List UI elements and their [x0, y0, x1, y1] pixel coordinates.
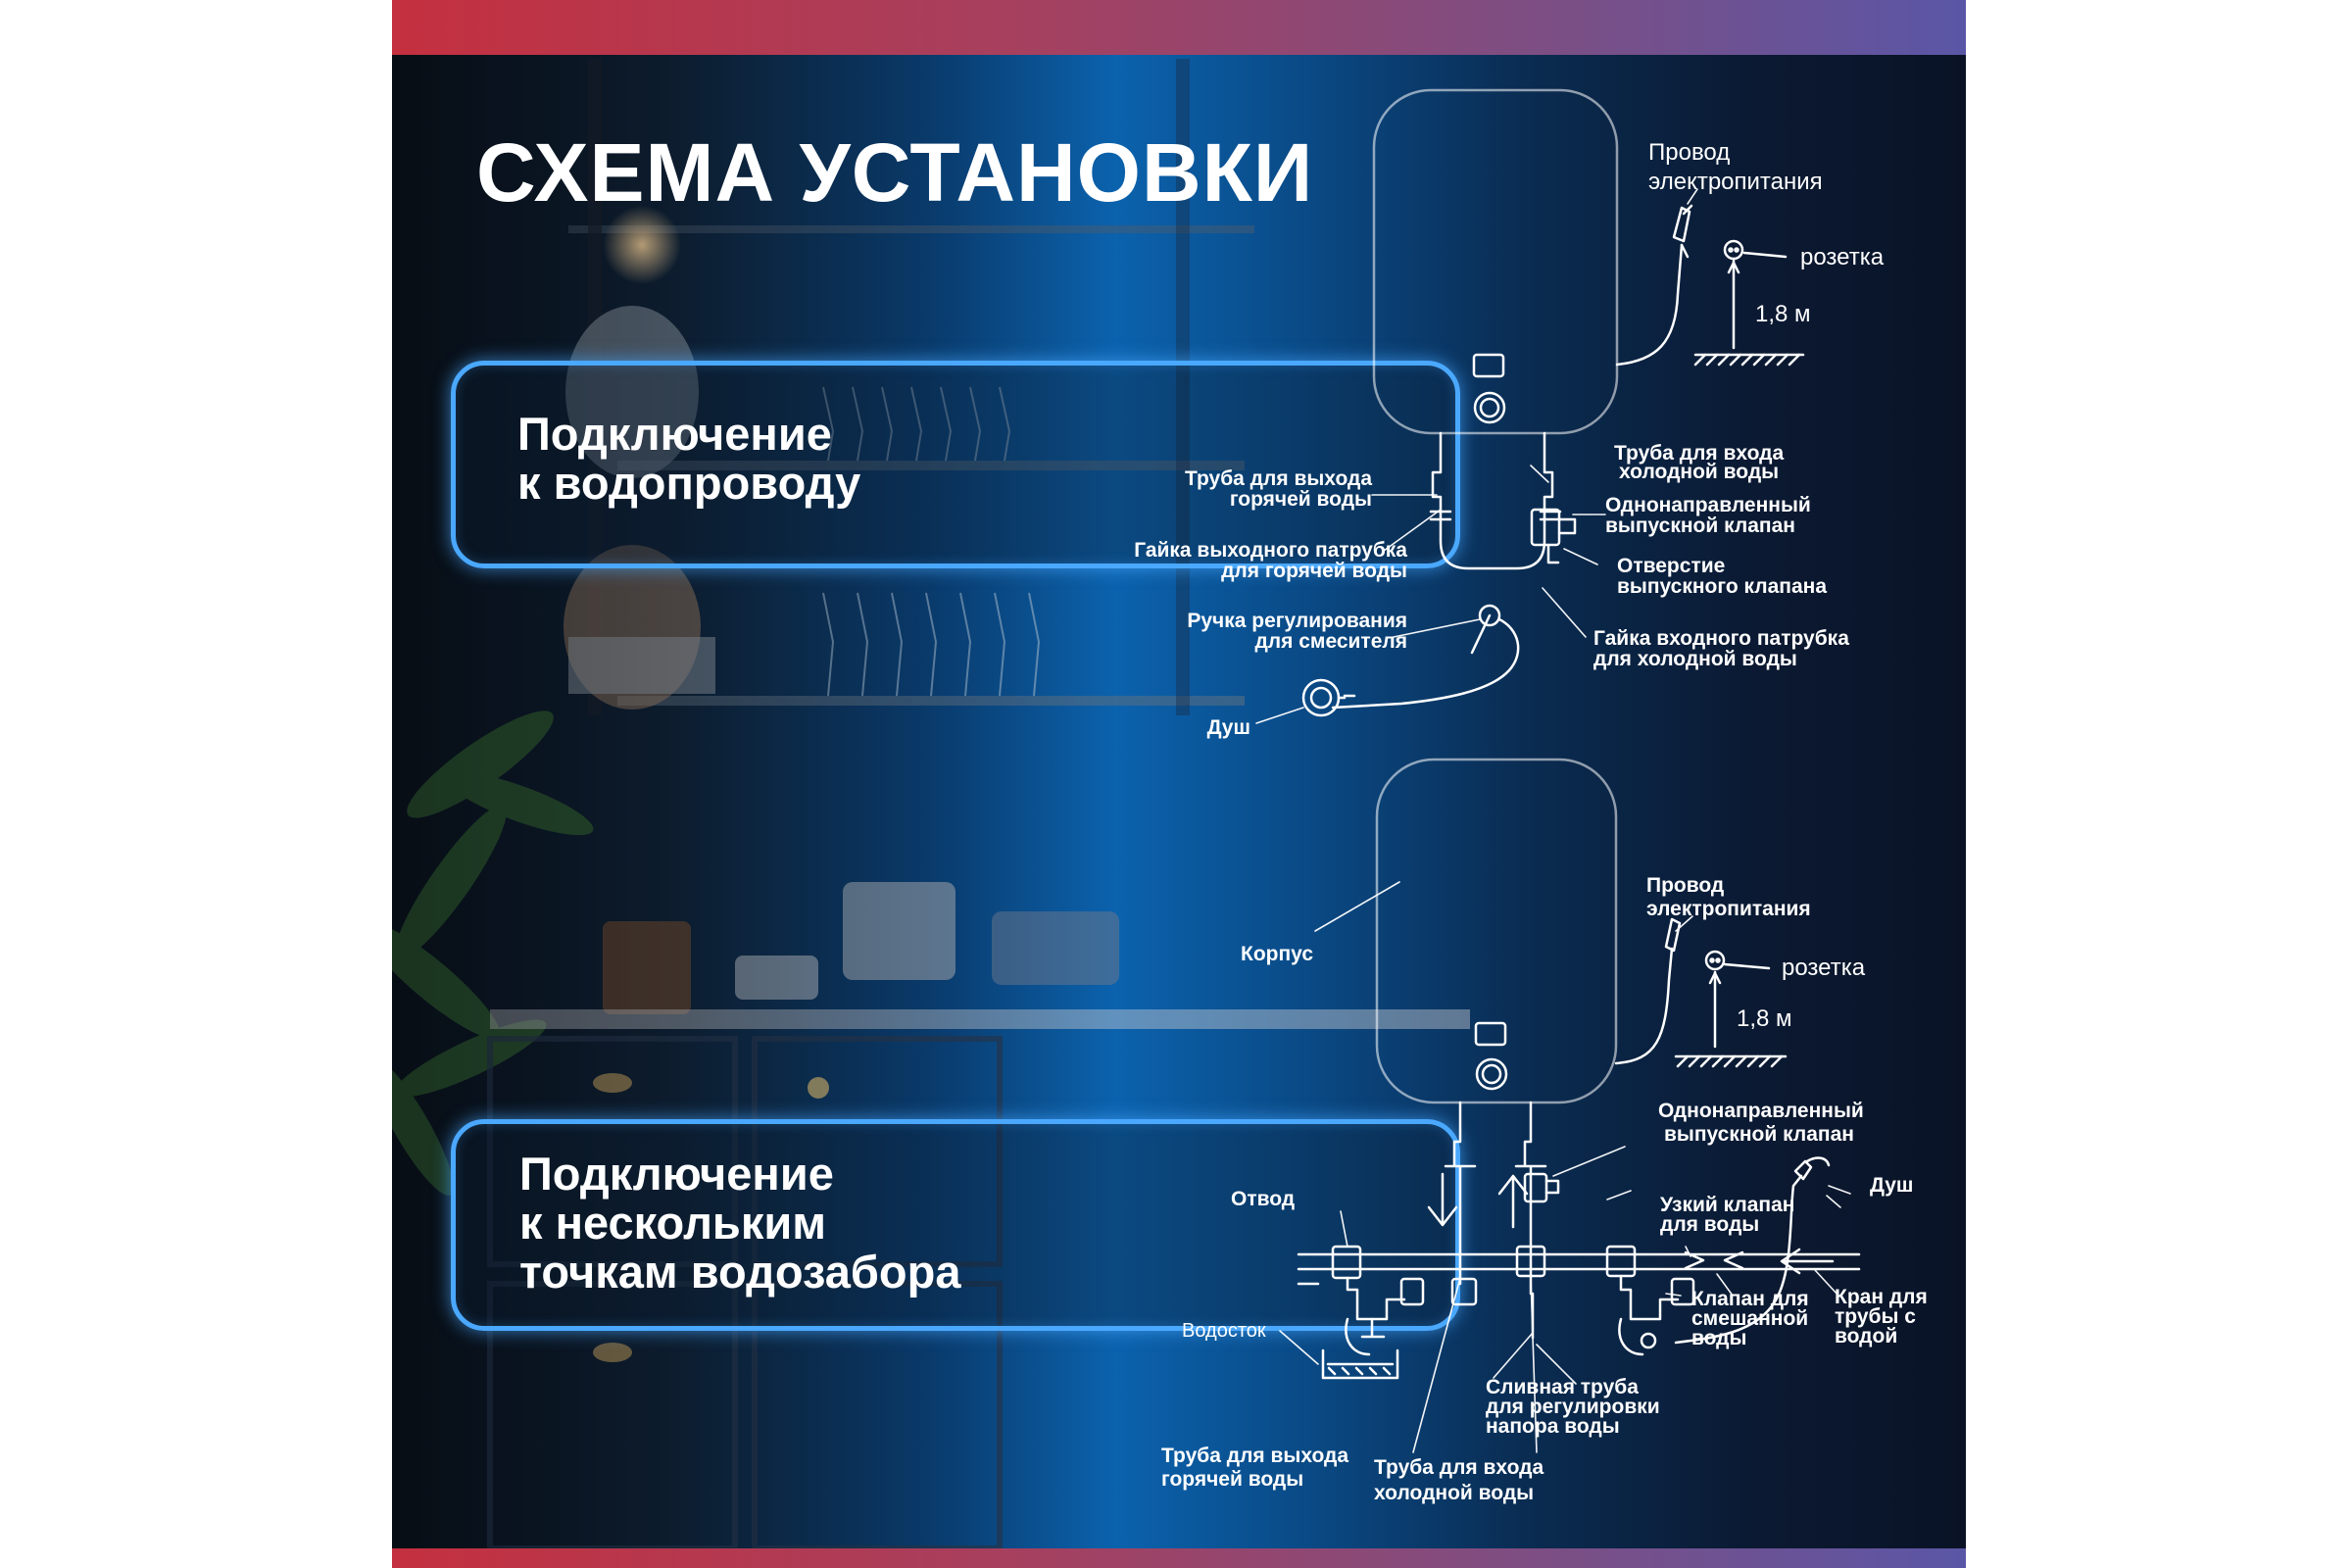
d2-hot-out-pipe-label-1: Труба для выхода: [1161, 1445, 1348, 1467]
heater-1-tank: [1372, 88, 1619, 435]
d2-socket-label: розетка: [1782, 955, 1866, 981]
section-multiple-points-box: [451, 1119, 1460, 1331]
d2-drain-label: Водосток: [1182, 1320, 1266, 1342]
d1-check-valve-label-1: Однонаправленный: [1605, 494, 1811, 516]
d2-drain-pipe-label-2: для регулировки: [1486, 1396, 1660, 1418]
section-water-supply-line-1: Подключение: [517, 408, 832, 460]
heater-2-display: [1474, 1021, 1507, 1047]
shower-head-1: [1301, 678, 1341, 717]
d1-mixer-handle-label-1: Ручка регулирования: [1187, 610, 1407, 632]
d2-drain-pipe-label-1: Сливная труба: [1486, 1376, 1639, 1398]
kitchen-background: [392, 55, 1966, 1548]
d1-hot-nut-label-1: Гайка выходного патрубка: [1134, 539, 1407, 562]
d1-socket-label: розетка: [1800, 244, 1885, 270]
section-multiple-points-line-2: к нескольким: [519, 1197, 827, 1249]
d2-check-valve-label-1: Однонаправленный: [1658, 1100, 1864, 1122]
d1-hot-out-pipe-label-2: горячей воды: [1230, 488, 1372, 511]
section-water-supply-title: Подключение к водопроводу: [517, 410, 860, 508]
installation-diagrams: Провод электропитания розетка 1,8 м Труб…: [1134, 88, 1928, 1504]
section-multiple-points-title: Подключение к нескольким точкам водозабо…: [519, 1150, 960, 1297]
d1-hot-nut-label-2: для горячей воды: [1221, 560, 1407, 582]
d2-mixed-valve-label-2: смешанной: [1691, 1307, 1808, 1330]
d1-valve-hole-label-2: выпускного клапана: [1617, 575, 1827, 598]
d2-mixed-valve-label-1: Клапан для: [1691, 1288, 1809, 1310]
d1-valve-hole-label-1: Отверстие: [1617, 555, 1725, 577]
d2-shower-label: Душ: [1870, 1174, 1913, 1197]
section-multiple-points-line-1: Подключение: [519, 1148, 834, 1200]
section-water-supply-line-2: к водопроводу: [517, 457, 861, 509]
heater-1-display: [1472, 353, 1505, 378]
d1-hot-out-pipe-label-1: Труба для выхода: [1185, 467, 1372, 490]
d1-power-cable-label-1: Провод: [1648, 139, 1730, 166]
d2-height-label: 1,8 м: [1737, 1005, 1792, 1032]
d2-drain-pipe-label-3: напора воды: [1486, 1415, 1620, 1438]
socket-2: [1704, 950, 1726, 971]
d1-cold-nut-label-1: Гайка входного патрубка: [1593, 627, 1849, 650]
d1-cold-in-pipe-label-2: холодной воды: [1619, 461, 1779, 483]
d2-narrow-valve-label-2: для воды: [1660, 1213, 1759, 1236]
d1-shower-label: Душ: [1207, 716, 1250, 739]
d1-cold-in-pipe-label-1: Труба для входа: [1614, 442, 1784, 465]
d2-water-tap-label-2: трубы с: [1835, 1305, 1916, 1328]
heater-2-tank: [1375, 758, 1618, 1104]
d2-power-cable-label-1: Провод: [1646, 874, 1724, 897]
bottom-gradient-bar: [392, 1548, 1966, 1568]
d2-cold-in-pipe-label-1: Труба для входа: [1374, 1456, 1544, 1479]
infographic-card: СХЕМА УСТАНОВКИ Подключение к водопровод…: [392, 0, 1966, 1568]
page-title: СХЕМА УСТАНОВКИ: [476, 126, 1314, 219]
d1-check-valve-label-2: выпускной клапан: [1605, 514, 1795, 537]
d2-hot-out-pipe-label-2: горячей воды: [1161, 1468, 1303, 1491]
d2-body-label: Корпус: [1241, 943, 1313, 965]
d2-branch-label: Отвод: [1231, 1188, 1295, 1210]
heater-2-knob: [1475, 1057, 1508, 1091]
d1-power-cable-label-2: электропитания: [1648, 169, 1823, 195]
socket-1: [1723, 239, 1744, 261]
d1-mixer-handle-label-2: для смесителя: [1254, 630, 1407, 653]
section-water-supply-box: [451, 361, 1460, 568]
top-gradient-bar: [392, 0, 1966, 55]
d2-power-cable-label-2: электропитания: [1646, 898, 1811, 920]
d1-height-label: 1,8 м: [1755, 301, 1811, 327]
d2-cold-in-pipe-label-2: холодной воды: [1374, 1482, 1534, 1504]
d1-cold-nut-label-2: для холодной воды: [1593, 648, 1797, 670]
d2-water-tap-label-1: Кран для: [1835, 1286, 1928, 1308]
heater-1-knob: [1473, 391, 1506, 424]
d2-check-valve-label-2: выпускной клапан: [1664, 1123, 1854, 1146]
d2-mixed-valve-label-3: воды: [1691, 1327, 1746, 1349]
section-multiple-points-line-3: точкам водозабора: [519, 1246, 961, 1298]
d2-narrow-valve-label-1: Узкий клапан: [1660, 1194, 1794, 1216]
d2-water-tap-label-3: водой: [1835, 1325, 1897, 1348]
